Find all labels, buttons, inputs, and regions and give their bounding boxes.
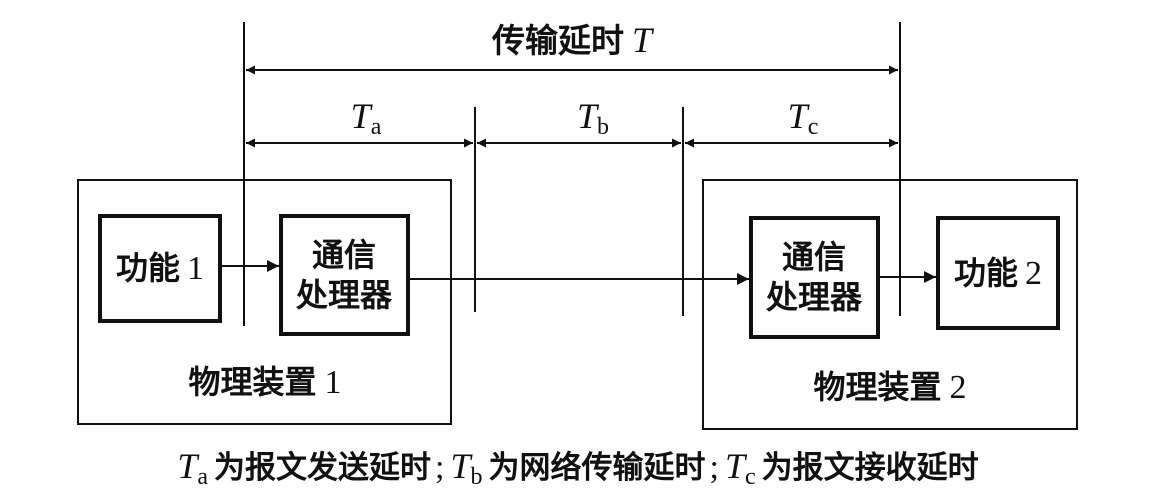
- segment-a-label: Ta: [351, 96, 382, 140]
- processor-1-line1: 通信: [312, 236, 376, 274]
- segment-b-label: Tb: [577, 96, 609, 140]
- function-2-box: [936, 216, 1060, 330]
- processor-2-line1: 通信: [782, 238, 846, 276]
- function-1-box: [98, 214, 222, 323]
- processor-2-line2: 处理器: [765, 278, 863, 316]
- processor-1-box: [279, 214, 410, 336]
- processor-1-line2: 处理器: [295, 276, 393, 314]
- segment-c-label: Tc: [788, 96, 819, 140]
